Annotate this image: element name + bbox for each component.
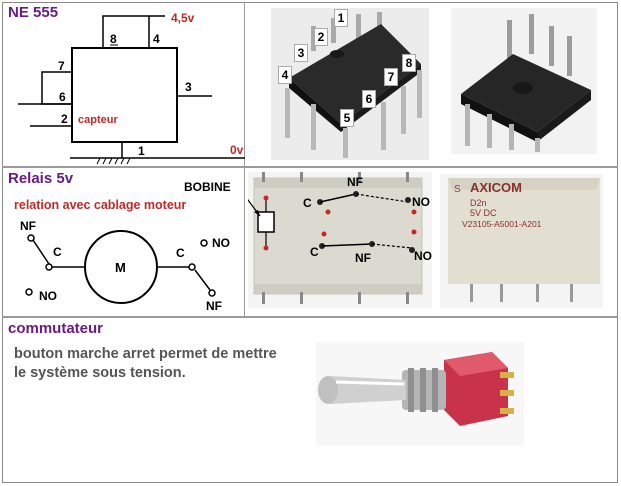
row-divider-1	[2, 166, 618, 168]
section-title-commutateur: commutateur	[8, 320, 104, 337]
motor-label: M	[115, 260, 126, 275]
photo-bobine-label: BOBINE	[184, 180, 231, 194]
relay-mark-line2: 5V DC	[470, 208, 497, 218]
ne555-photo: 1 2 3 4 5 6 7 8	[271, 8, 429, 160]
pin-label-1: 1	[138, 144, 145, 158]
schem-nf-right: NF	[206, 299, 222, 313]
svg-text:S: S	[454, 184, 461, 195]
photo-pin-label-8: 8	[402, 54, 416, 72]
ne555-photo-2	[451, 8, 597, 154]
relay-photo-axicom: S AXICOM D2n 5V DC V23105-A5001-A201	[440, 174, 603, 308]
relay-brand: AXICOM	[470, 180, 522, 195]
relay-mark-line1: D2n	[470, 198, 487, 208]
commutateur-description: bouton marche arret permet de mettre le …	[14, 346, 277, 381]
photo-pin-label-2: 2	[314, 28, 328, 46]
photo-nf-top: NF	[347, 175, 363, 189]
schem-c-right: C	[176, 246, 185, 260]
photo-no-top: NO	[412, 195, 430, 209]
photo-pin-label-5: 5	[340, 109, 354, 127]
sensor-label: capteur	[78, 114, 118, 126]
photo-pin-label-6: 6	[362, 90, 376, 108]
photo-pin-label-4: 4	[278, 66, 292, 84]
photo-nf-bottom: NF	[355, 251, 371, 265]
pin-label-3: 3	[185, 80, 192, 94]
relay-photo-annotated: C NF NO C NF NO	[248, 172, 432, 308]
photo-no-bottom: NO	[414, 249, 432, 263]
schem-c-left: C	[53, 245, 62, 259]
row-divider-2	[2, 316, 618, 318]
relais-schematic: M NF C NO C NO NF	[20, 219, 230, 313]
photo-pin-label-1: 1	[334, 9, 348, 27]
supply-label: 4,5v	[171, 11, 195, 25]
photo-pin-label-3: 3	[294, 44, 308, 62]
pin-label-2: 2	[61, 112, 68, 126]
photo-pin-label-7: 7	[384, 68, 398, 86]
photo-c-bottom: C	[310, 245, 319, 259]
ground-label: 0v	[230, 143, 244, 157]
schem-no-left: NO	[39, 289, 57, 303]
relay-mark-line3: V23105-A5001-A201	[462, 219, 542, 229]
pin-label-7: 7	[58, 59, 65, 73]
schem-no-right: NO	[212, 236, 230, 250]
pin-label-4: 4	[153, 32, 160, 46]
section-title-relais: Relais 5v	[8, 170, 74, 187]
pin-label-6: 6	[59, 90, 66, 104]
photo-c-top: C	[303, 196, 312, 210]
ne555-schematic: 4,5v 0v capteur 8 4 7 6 2 3 1	[18, 11, 245, 165]
schem-nf-left: NF	[20, 219, 36, 233]
relais-subtitle: relation avec cablage moteur	[14, 198, 187, 212]
section-title-ne555: NE 555	[8, 4, 59, 21]
column-divider	[244, 2, 245, 316]
pin-label-8: 8	[110, 32, 117, 46]
toggle-switch-photo	[316, 342, 524, 446]
